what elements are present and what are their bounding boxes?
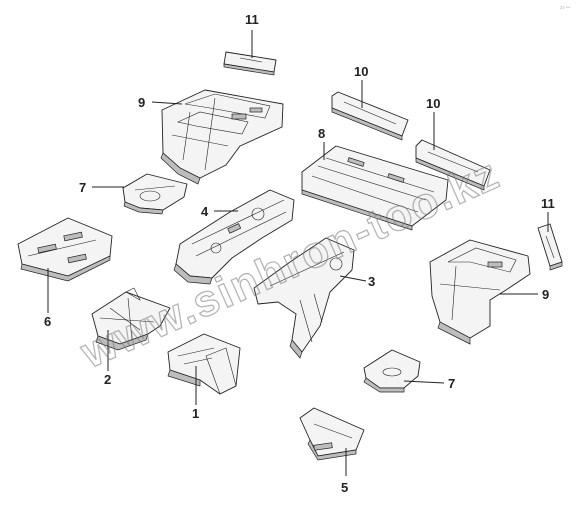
callout-10-right: 10: [426, 96, 440, 111]
part-7-right: [363, 349, 421, 393]
callout-1: 1: [192, 406, 199, 421]
corner-text: 27 ***: [560, 5, 571, 10]
callout-11-right: 11: [541, 196, 555, 211]
callouts: 11 9 7 4 6 2 1 8 10 10 11 3 9 7 5: [44, 12, 555, 495]
part-11-top: [223, 51, 277, 76]
callout-9-left: 9: [138, 95, 145, 110]
part-11-right: [537, 223, 563, 271]
callout-4: 4: [201, 204, 209, 219]
part-8: [301, 145, 449, 231]
part-4: [173, 189, 295, 285]
part-10-left: [331, 91, 409, 141]
part-9-right: [429, 239, 531, 345]
callout-7-left: 7: [79, 180, 86, 195]
leader-lines: [47, 30, 549, 476]
callout-11-top: 11: [245, 12, 259, 27]
part-9-left: [160, 89, 284, 185]
part-10-right: [415, 139, 491, 191]
part-3: [253, 237, 355, 359]
callout-8: 8: [318, 126, 325, 141]
part-7-left: [122, 173, 188, 215]
callout-2: 2: [104, 372, 111, 387]
part-5: [299, 407, 365, 461]
part-1: [167, 333, 241, 395]
callout-9-right: 9: [542, 287, 549, 302]
callout-3: 3: [368, 274, 375, 289]
part-2: [91, 287, 171, 351]
callout-6: 6: [44, 314, 51, 329]
part-6: [17, 217, 113, 282]
callout-5: 5: [341, 480, 348, 495]
callout-10-left: 10: [354, 64, 368, 79]
callout-7-right: 7: [448, 376, 455, 391]
